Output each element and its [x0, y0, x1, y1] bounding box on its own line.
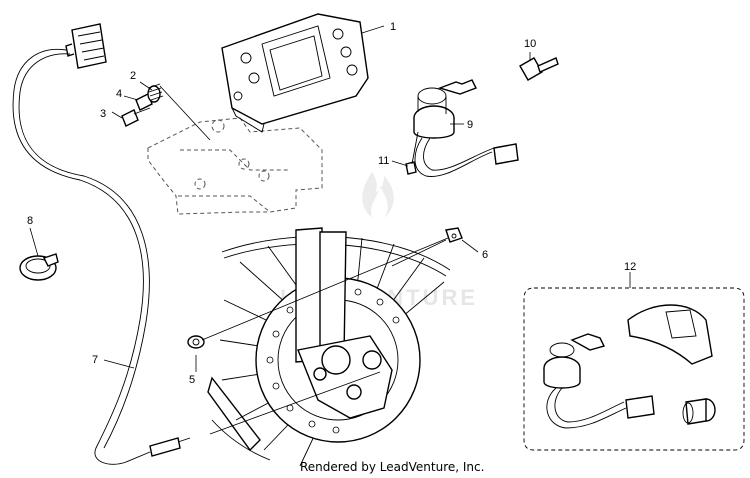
callout-7: 7 — [92, 354, 98, 366]
ignition-switch — [413, 79, 519, 177]
callout-11: 11 — [378, 155, 389, 167]
callout-1: 1 — [390, 21, 396, 33]
key — [519, 57, 559, 81]
callout-3: 3 — [100, 108, 106, 120]
callout-9: 9 — [467, 119, 473, 131]
leader-lines — [29, 25, 631, 435]
footer-credit: Rendered by LeadVenture, Inc. — [300, 460, 484, 474]
callout-4: 4 — [116, 88, 122, 100]
speedometer-display — [221, 13, 369, 133]
front-wheel — [207, 227, 451, 467]
speedometer-cable — [12, 23, 191, 465]
callout-12: 12 — [624, 261, 636, 273]
clip — [445, 227, 463, 243]
callout-8: 8 — [27, 215, 33, 227]
callout-6: 6 — [482, 249, 488, 261]
small-hardware — [121, 83, 164, 127]
callout-labels: 1 2 3 4 5 6 7 8 9 10 11 12 — [27, 21, 636, 386]
frame-bracket — [147, 117, 323, 215]
hose-clamp — [19, 253, 59, 281]
callout-2: 2 — [130, 70, 136, 82]
screw — [405, 131, 419, 175]
grommet — [187, 335, 205, 349]
kit-box — [523, 287, 745, 451]
callout-10: 10 — [524, 38, 536, 50]
callout-5: 5 — [189, 374, 195, 386]
